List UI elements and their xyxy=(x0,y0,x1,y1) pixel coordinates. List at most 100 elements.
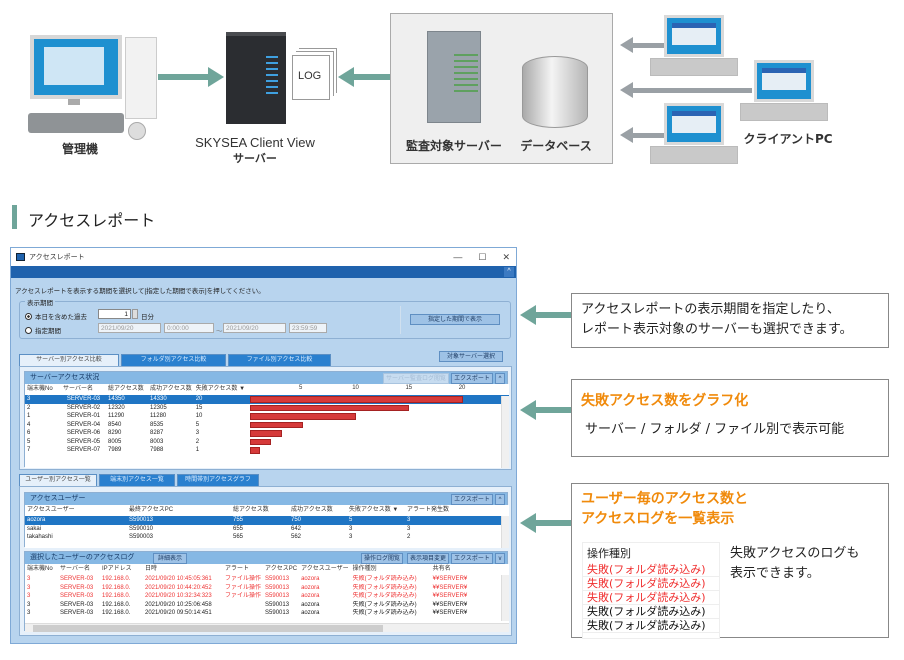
tab-user-list[interactable]: ユーザー別アクセス一覧 xyxy=(19,474,97,486)
cell-user: aozora xyxy=(25,516,127,525)
collapse-ribbon-button[interactable]: ^ xyxy=(504,267,514,277)
end-time-input[interactable]: 23:59:59 xyxy=(289,323,327,333)
col-fail[interactable]: 失敗アクセス数 ▼ xyxy=(349,507,399,514)
col-server-name[interactable]: サーバー名 xyxy=(63,386,93,393)
col-access-user[interactable]: アクセスユーザー xyxy=(301,566,349,573)
maximize-button[interactable]: ☐ xyxy=(478,251,487,262)
days-input[interactable]: 1 xyxy=(98,309,131,319)
log-table-hscrollbar[interactable] xyxy=(25,623,509,632)
cell-datetime: 2021/09/20 10:45:05:361 xyxy=(145,576,212,582)
user-export-button[interactable]: エクスポート xyxy=(451,494,493,505)
period-legend: 表示期間 xyxy=(25,297,55,307)
radio-checked-icon xyxy=(25,312,32,320)
log-export-button[interactable]: エクスポート xyxy=(451,553,493,564)
col-server-name[interactable]: サーバー名 xyxy=(60,566,90,573)
col-terminal-no[interactable]: 端末機No xyxy=(27,566,53,573)
tab-terminal-list[interactable]: 端末別アクセス一覧 xyxy=(99,474,175,486)
cell-pc: S590013 xyxy=(265,584,290,591)
end-date-input[interactable]: 2021/09/20 xyxy=(223,323,286,333)
col-total[interactable]: 総アクセス数 xyxy=(233,507,269,514)
col-total[interactable]: 総アクセス数 xyxy=(108,386,144,393)
callout-arrow-head xyxy=(520,400,536,420)
cell-fail: 15 xyxy=(195,404,203,411)
callout-arrow xyxy=(534,407,572,413)
show-period-button[interactable]: 指定した期間で表示 xyxy=(410,314,500,325)
tab-timeslot-graph[interactable]: 時間帯別アクセスグラフ xyxy=(177,474,259,486)
client-pc-label: クライアントPC xyxy=(743,132,833,146)
cell-share: ¥¥SERVER¥ xyxy=(432,576,468,582)
days-spinner-icon[interactable] xyxy=(132,309,138,319)
radio-past-days[interactable]: 本日を含めた過去 xyxy=(25,311,87,321)
bar-cell xyxy=(248,446,509,455)
admin-pc-icon xyxy=(28,35,124,135)
detail-view-button[interactable]: 詳細表示 xyxy=(153,553,187,564)
col-datetime[interactable]: 日時 xyxy=(145,566,158,573)
minimize-button[interactable]: — xyxy=(453,251,463,262)
start-time-input[interactable]: 0:00:00 xyxy=(164,323,214,333)
col-last-pc[interactable]: 最終アクセスPC xyxy=(129,507,174,514)
cell-no: 1 xyxy=(27,413,31,419)
log-expand-button[interactable]: v xyxy=(495,553,505,564)
server-export-button[interactable]: エクスポート xyxy=(451,373,493,384)
log-table-vscrollbar[interactable] xyxy=(501,575,509,621)
col-access-pc[interactable]: アクセスPC xyxy=(265,566,298,573)
user-panel-header: アクセスユーザー エクスポート ^ xyxy=(25,493,507,505)
server-table-scrollbar[interactable] xyxy=(501,396,509,468)
tab-server-compare[interactable]: サーバー別アクセス比較 xyxy=(19,354,119,366)
col-alert[interactable]: アラート発生数 xyxy=(407,507,450,514)
operation-log-button[interactable]: 操作ログ閲覧 xyxy=(361,553,403,564)
target-server-button[interactable]: 対象サーバー選択 xyxy=(439,351,503,362)
server-audit-log-button[interactable]: サーバー監査ログ閲覧 xyxy=(383,373,449,384)
tab-folder-compare[interactable]: フォルダ別アクセス比較 xyxy=(121,354,226,366)
cell-datetime: 2021/09/20 10:44:20:452 xyxy=(145,584,212,591)
cell-total: 565 xyxy=(233,534,244,540)
close-button[interactable]: ✕ xyxy=(502,251,510,262)
radio-range-label: 指定期間 xyxy=(35,328,61,335)
radio-date-range[interactable]: 指定期間 xyxy=(25,325,61,335)
arrow-left xyxy=(352,74,392,80)
tab-file-compare[interactable]: ファイル別アクセス比較 xyxy=(228,354,331,366)
user-collapse-button[interactable]: ^ xyxy=(495,494,505,505)
user-table-scrollbar[interactable] xyxy=(501,516,509,548)
cell-alert xyxy=(223,601,263,610)
period-callout: アクセスレポートの表示期間を指定したり、 レポート表示対象のサーバーも選択できま… xyxy=(571,293,889,348)
server-collapse-button[interactable]: ^ xyxy=(495,373,505,384)
audit-server-icon xyxy=(427,31,481,123)
cell-server: SERVER-03 xyxy=(60,584,94,591)
cell-datetime: 2021/09/20 10:32:34:323 xyxy=(145,593,212,599)
server-name-line: SKYSEA Client View xyxy=(195,135,315,150)
change-columns-button[interactable]: 表示項目変更 xyxy=(407,553,449,564)
callout-arrow-head xyxy=(520,513,536,533)
cell-ip: 192.168.0. xyxy=(102,610,131,616)
col-success[interactable]: 成功アクセス数 xyxy=(291,507,333,514)
col-share[interactable]: 共有名 xyxy=(432,566,451,573)
col-success[interactable]: 成功アクセス数 xyxy=(150,386,192,393)
cell-op: 失敗(フォルダ読み込み) xyxy=(352,610,417,616)
col-terminal-no[interactable]: 端末機No xyxy=(27,386,53,393)
col-alert[interactable]: アラート xyxy=(225,566,250,573)
col-fail[interactable]: 失敗アクセス数 ▼ xyxy=(195,386,246,393)
start-date-input[interactable]: 2021/09/20 xyxy=(98,323,161,333)
cell-op: 失敗(フォルダ読み込み) xyxy=(352,576,417,582)
client-laptop-icon xyxy=(650,103,740,167)
cell-total: 8290 xyxy=(108,430,122,436)
cell-total: 7989 xyxy=(108,447,122,453)
col-operation[interactable]: 操作種別 xyxy=(352,566,377,573)
col-ip[interactable]: IPアドレス xyxy=(102,566,132,573)
col-user[interactable]: アクセスユーザー xyxy=(27,507,75,514)
